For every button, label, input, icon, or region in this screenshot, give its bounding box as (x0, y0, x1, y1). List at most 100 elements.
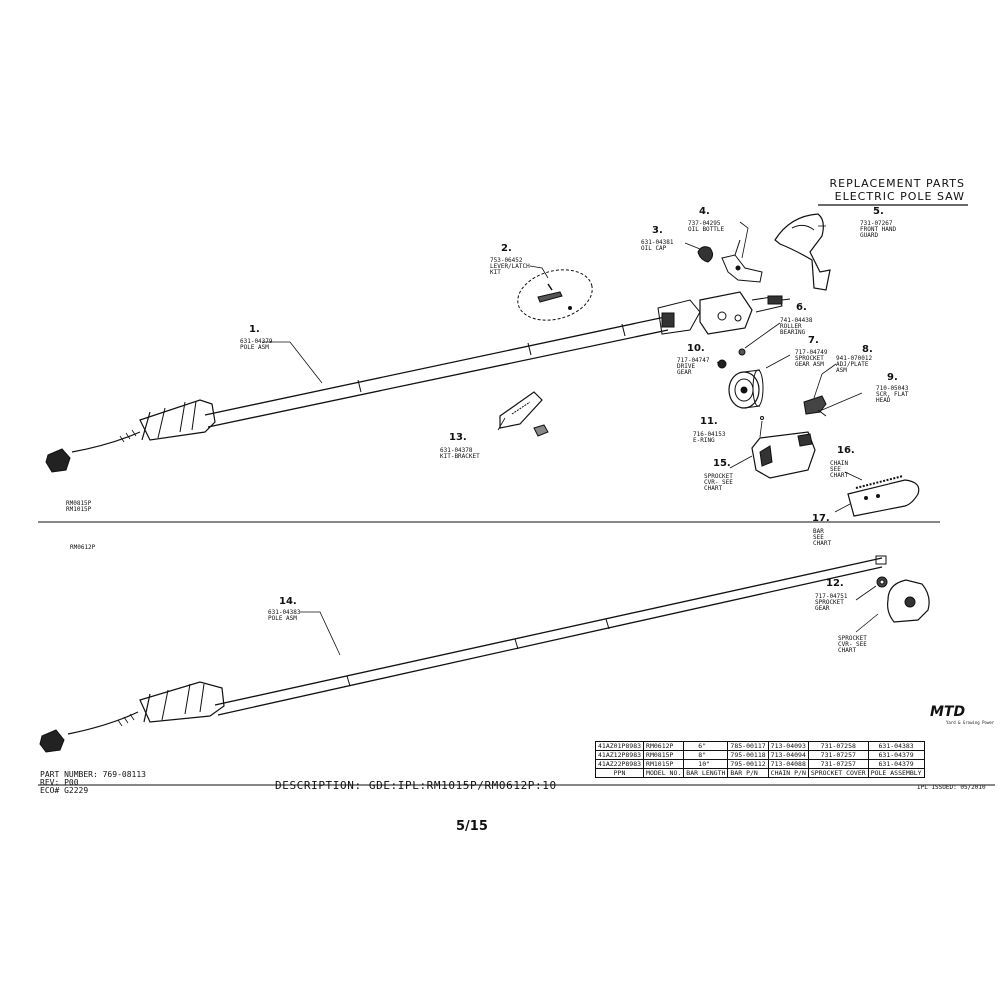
table-cell: 10" (683, 759, 729, 769)
table-cell: 631-04379 (867, 759, 925, 769)
callout-number: 15. (713, 458, 731, 469)
brand-tagline: Yard & Growing Power (946, 720, 995, 725)
table-cell: 631-04379 (867, 750, 925, 760)
callout-part-name: POLE ASM (240, 344, 269, 351)
part-number: PART NUMBER: 769-08113 (40, 770, 146, 779)
model-label-rm1015p: RM1015P (66, 506, 92, 513)
callout-number: 17. (812, 513, 830, 524)
callout-number: 5. (873, 206, 884, 217)
callout-number: 2. (501, 243, 512, 254)
callout-number: 6. (796, 302, 807, 313)
callout-number: 3. (652, 225, 663, 236)
table-cell: 41AZ12P8983 (594, 750, 645, 760)
table-cell: 713-04088 (767, 759, 809, 769)
table-cell: 8" (683, 750, 729, 760)
callout-part-number: 631-04378 (440, 447, 473, 454)
callout-number: 9. (887, 372, 898, 383)
callout-part-name: SPROCKET (838, 635, 867, 642)
table-row: 41AZ01P8983 RM0612P 6" 785-00117 713-040… (594, 741, 925, 751)
callout-part-name: ROLLER (780, 323, 802, 330)
callout-part-name: SPROCKET (795, 355, 824, 362)
callout-part-name-2: GEAR (815, 605, 830, 612)
table-header: SPROCKET COVER (807, 768, 869, 778)
callout-part-name: KIT-BRACKET (440, 453, 480, 460)
callout-part-name-2: SEE (830, 466, 841, 473)
table-cell: RM0612P (643, 741, 685, 751)
table-header: BAR LENGTH (683, 768, 729, 778)
callout-number: 16. (837, 445, 855, 456)
callout-part-number: 631-04381 (641, 239, 674, 246)
callout-part-number: 737-04295 (688, 220, 721, 227)
callout-number: 12. (826, 578, 844, 589)
callout-part-name-2: BEARING (780, 329, 806, 336)
callout-number: 7. (808, 335, 819, 346)
callout-number: 13. (449, 432, 467, 443)
callout-part-name-2: CVR- SEE (838, 641, 867, 648)
callout-part-name-2: CVR- SEE (704, 479, 733, 486)
callout-part-name-3: CHART (813, 540, 832, 547)
callout-part-name: LEVER/LATCH (490, 263, 530, 270)
eco-number: ECO# G2229 (40, 786, 89, 795)
table-header: POLE ASSEMBLY (867, 768, 925, 778)
table-header: BAR P/N (727, 768, 769, 778)
callout-part-name-2: ASM (836, 367, 847, 374)
callout-part-name: SCR, FLAT (876, 391, 909, 398)
model-parts-table: 41AZ01P8983 RM0612P 6" 785-00117 713-040… (594, 741, 925, 778)
callout-part-number: 710-05043 (876, 385, 909, 392)
brand-logo: MTD (930, 704, 966, 720)
lower-pole-assembly (39, 555, 887, 753)
table-row: 41AZ12P8983 RM0815P 8" 795-00118 713-040… (594, 750, 925, 760)
table-row: 41AZ22P8983 RM1015P 10" 795-00112 713-04… (594, 759, 925, 769)
callout-part-name: SPROCKET (815, 599, 844, 606)
model-label-rm0815p: RM0815P (66, 500, 92, 507)
title-line-1: REPLACEMENT PARTS (829, 177, 965, 190)
callout-part-number: 941-070012 (836, 355, 873, 362)
callout-part-number: 631-04379 (240, 338, 273, 345)
upper-pole-assembly (45, 291, 791, 473)
callout-part-name: FRONT HAND (860, 226, 897, 233)
callout-part-number: 717-04751 (815, 593, 848, 600)
callout-part-name-3: CHART (838, 647, 857, 654)
page-number: 5/15 (456, 819, 488, 834)
table-header: PPN (594, 768, 645, 778)
callout-part-name: BAR (813, 528, 824, 535)
callout-part-name-2: GEAR ASM (795, 361, 824, 368)
description: DESCRIPTION: GDE:IPL:RM1015P/RM0612P:10 (275, 779, 557, 792)
callout-part-name-2: SEE (813, 534, 824, 541)
table-cell: RM1015P (643, 759, 685, 769)
table-cell: 41AZ22P8983 (594, 759, 645, 769)
callout-number: 8. (862, 344, 873, 355)
callout-part-name: SPROCKET (704, 473, 733, 480)
callout-part-number: 717-04749 (795, 349, 828, 356)
table-cell: 795-00118 (727, 750, 769, 760)
callout-part-number: 753-06452 (490, 257, 523, 264)
callout-part-number: 716-04153 (693, 431, 726, 438)
table-cell: 713-04094 (767, 750, 809, 760)
revision: REV: P00 (40, 778, 79, 787)
callout-part-name: OIL BOTTLE (688, 226, 725, 233)
title-line-2: ELECTRIC POLE SAW (834, 190, 965, 203)
table-header: CHAIN P/N (767, 768, 809, 778)
table-header-row: PPN MODEL NO. BAR LENGTH BAR P/N CHAIN P… (594, 768, 925, 778)
callout-part-name: OIL CAP (641, 245, 667, 252)
callout-part-number: 741-04438 (780, 317, 813, 324)
callout-part-name-3: CHART (704, 485, 723, 492)
table-cell: 731-07257 (807, 759, 869, 769)
table-header: MODEL NO. (643, 768, 685, 778)
callout-part-number: 631-04383 (268, 609, 301, 616)
callout-part-name: DRIVE (677, 363, 696, 370)
callout-number: 4. (699, 206, 710, 217)
table-cell: 785-00117 (727, 741, 769, 751)
table-cell: 795-00112 (727, 759, 769, 769)
callout-number: 14. (279, 596, 297, 607)
callout-part-name: CHAIN (830, 460, 849, 467)
table-cell: 713-04093 (767, 741, 809, 751)
callout-part-name: POLE ASM (268, 615, 297, 622)
model-label-rm0612p: RM0612P (70, 544, 96, 551)
callout-part-name-2: GEAR (677, 369, 692, 376)
table-cell: 731-07258 (807, 741, 869, 751)
table-cell: 631-04383 (867, 741, 925, 751)
callout-number: 11. (700, 416, 718, 427)
